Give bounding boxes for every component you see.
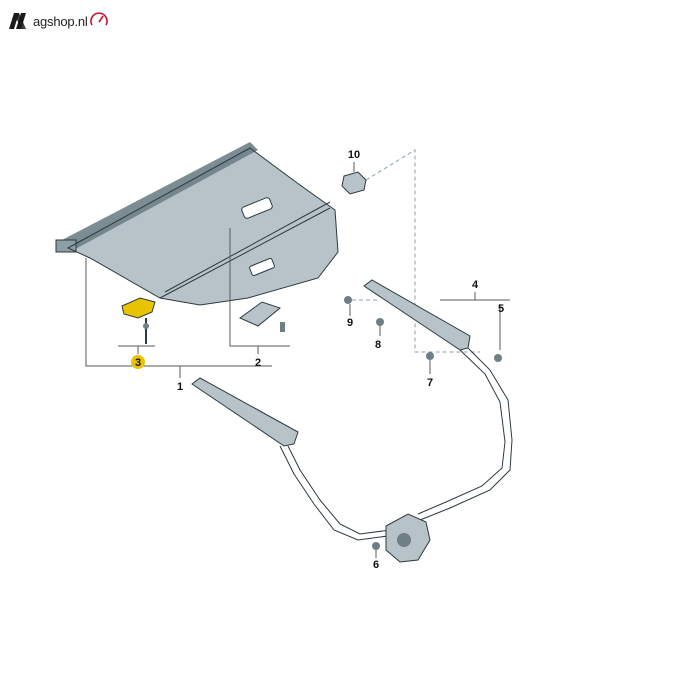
callout-4: 4 [472, 279, 479, 291]
part-10-clip [341, 171, 367, 195]
brand-name: agshop.nl [33, 13, 88, 29]
callout-6: 6 [373, 559, 379, 571]
leader-lines [85, 162, 510, 558]
lower-rail [191, 377, 391, 541]
part-2-handle [239, 301, 285, 332]
part-3-bracket [121, 297, 156, 344]
callout-5: 5 [498, 303, 504, 315]
callout-10: 10 [348, 149, 360, 161]
callout-8: 8 [375, 339, 381, 351]
callout-9: 9 [347, 317, 353, 329]
callout-7: 7 [427, 377, 433, 389]
luggage-cover [55, 142, 339, 306]
brand-logo[interactable]: agshop.nl [8, 10, 109, 32]
part-4-rail [363, 279, 513, 521]
drive-motor [385, 513, 431, 563]
callout-1: 1 [177, 381, 183, 393]
n-logo-icon [9, 13, 26, 29]
callout-3: 3 [135, 357, 141, 369]
callout-2: 2 [255, 357, 261, 369]
callout-3-highlight [131, 355, 145, 369]
speedometer-icon [89, 12, 108, 26]
alignment-lines [345, 149, 480, 353]
fasteners [344, 296, 502, 550]
callout-labels: 1 2 3 4 5 6 7 8 9 10 [131, 149, 504, 571]
